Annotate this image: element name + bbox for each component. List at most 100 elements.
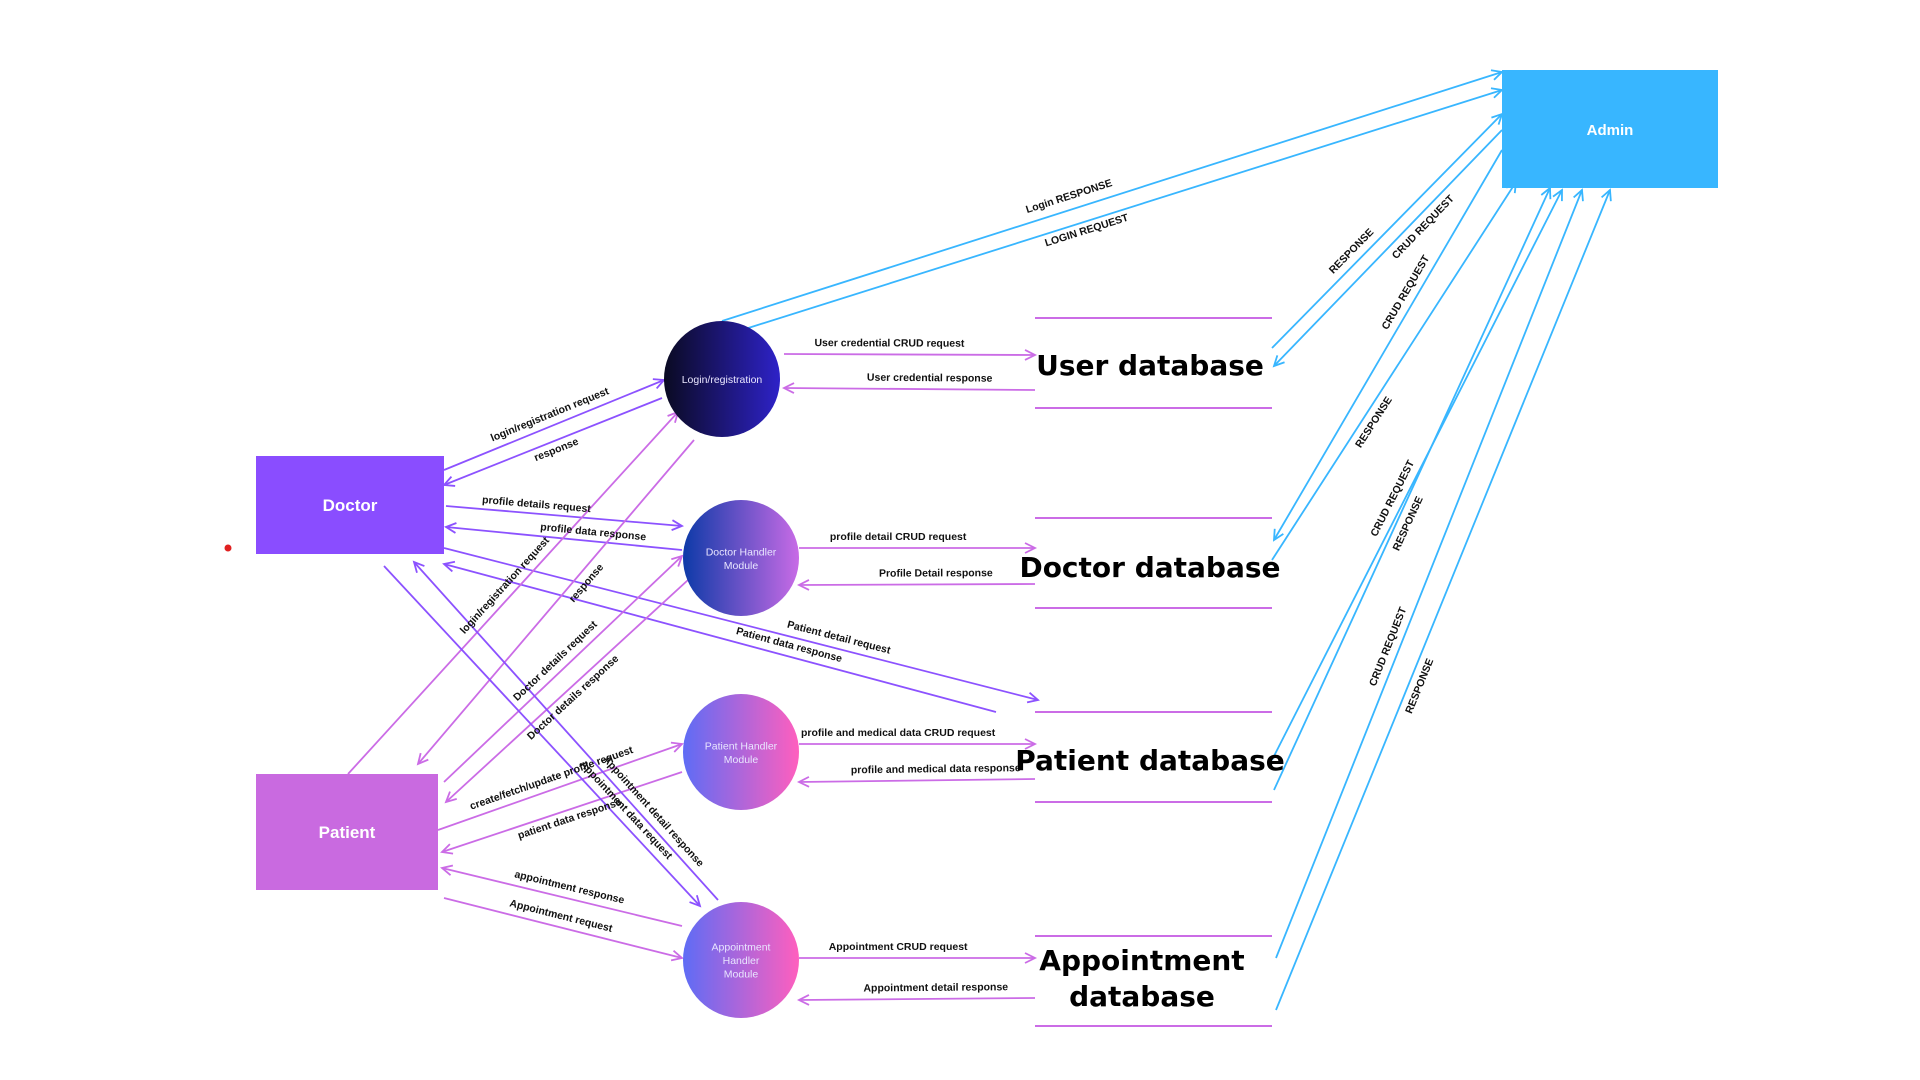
appointment-detail-resp-arrow: [798, 997, 1036, 1001]
appointment-response-arrowhead: [440, 864, 454, 876]
doctor-handler-process-label: Doctor Handler: [706, 546, 777, 558]
doctor-details-response-label: Doctor details response: [525, 653, 621, 743]
patient-entity-label: Patient: [319, 823, 376, 842]
profile-medical-response-label: profile and medical data response: [851, 762, 1021, 776]
appointment-response-arrow: [441, 867, 683, 927]
appointment-detail-response-arrowhead: [412, 560, 425, 574]
appointment-crud-label: Appointment CRUD request: [829, 941, 968, 953]
doctor-db-crud-label: CRUD REQUEST: [1379, 253, 1432, 332]
patient-db-crud-arrow: [1271, 189, 1563, 761]
profile-medical-crud-label: profile and medical data CRUD request: [801, 727, 996, 739]
admin-entity-box[interactable]: [1502, 70, 1718, 188]
doctor-details-response-arrowhead: [444, 791, 457, 804]
doctor-details-request-arrowhead: [671, 554, 684, 567]
doctor-database-label: Doctor database: [1019, 551, 1280, 584]
appointment-data-request-arrow: [383, 565, 701, 907]
patient-db-crud-arrowhead: [1552, 188, 1563, 202]
doc-login-response-arrow: [443, 397, 663, 486]
appointment-data-request-arrowhead: [689, 895, 702, 908]
patient-database-label: Patient database: [1015, 744, 1285, 777]
create-fetch-update-arrow: [437, 743, 683, 831]
login-request-arrow: [741, 89, 1503, 331]
appt-db-crud-arrow: [1275, 189, 1583, 959]
profile-medical-crud-arrowhead: [1024, 738, 1038, 750]
red-dot: [224, 544, 232, 552]
login-process-circle[interactable]: [664, 321, 780, 437]
patient-data-resp-arrowhead: [440, 843, 454, 855]
pat-login-response-arrowhead: [416, 752, 429, 766]
profile-details-request-arrow: [445, 505, 683, 527]
appt-db-response-arrowhead: [1601, 188, 1612, 202]
appt-db-response-arrow: [1275, 189, 1611, 1011]
user-db-crud-label: CRUD REQUEST: [1390, 193, 1457, 262]
appointment-request-arrowhead: [670, 950, 684, 962]
appointment-response-label: appointment response: [513, 868, 625, 906]
patient-entity-box[interactable]: [256, 774, 438, 890]
login-process-label: Login/registration: [682, 374, 763, 386]
user-cred-response-label: User credential response: [867, 372, 993, 385]
patient-handler-process-label: Module: [724, 754, 759, 766]
patient-detail-request-arrowhead: [1026, 691, 1040, 704]
admin-entity-label: Admin: [1587, 122, 1634, 139]
user-cred-response-arrow: [783, 387, 1036, 391]
pat-login-response-arrow: [417, 439, 695, 765]
profile-detail-response-arrow: [798, 583, 1036, 586]
patient-handler-process-circle[interactable]: [683, 694, 799, 810]
patient-data-response-arrow: [443, 563, 997, 713]
doctor-entity-box[interactable]: [256, 456, 444, 554]
create-fetch-update-arrowhead: [670, 741, 684, 753]
patient-data-resp-label: patient data response: [516, 796, 623, 842]
patient-handler-process-label: Patient Handler: [705, 740, 778, 752]
profile-data-response-label: profile data response: [540, 521, 647, 543]
user-cred-crud-label: User credential CRUD request: [814, 337, 965, 350]
appointment-request-arrow: [443, 897, 683, 959]
appointment-handler-process-circle[interactable]: [683, 902, 799, 1018]
profile-details-request-arrowhead: [671, 519, 685, 531]
user-cred-crud-arrowhead: [1024, 349, 1038, 361]
patient-detail-request-arrow: [443, 547, 1039, 701]
appointment-detail-resp-label: Appointment detail response: [863, 981, 1008, 994]
doctor-handler-process-circle[interactable]: [683, 500, 799, 616]
appointment-handler-process-label: Appointment: [712, 942, 771, 954]
profile-details-request-label: profile details request: [482, 494, 592, 515]
user-database-label: User database: [1036, 349, 1264, 382]
patient-data-resp-arrow: [441, 771, 683, 853]
profile-detail-response-label: Profile Detail response: [879, 567, 993, 579]
profile-detail-response-arrowhead: [796, 579, 810, 591]
user-db-crud-arrowhead: [1272, 355, 1285, 368]
appointment-handler-process-label: Handler: [723, 955, 760, 967]
appointment-detail-resp-arrowhead: [796, 994, 810, 1006]
doctor-db-response-arrow: [1271, 181, 1517, 561]
doc-login-request-label: login/registration request: [489, 385, 611, 444]
appointment-crud-arrowhead: [1024, 952, 1038, 964]
doctor-db-crud-arrow: [1273, 149, 1503, 541]
doc-login-request-arrowhead: [652, 378, 666, 390]
profile-data-response-arrow: [445, 526, 683, 551]
appointment-database-label: Appointment: [1039, 944, 1244, 977]
profile-medical-response-arrow: [798, 778, 1036, 783]
appointment-request-label: Appointment request: [508, 897, 614, 935]
flow-arrows: [347, 69, 1612, 1011]
login-response-arrow: [721, 71, 1503, 322]
profile-medical-response-arrowhead: [796, 776, 810, 788]
appointment-handler-process-label: Module: [724, 969, 759, 981]
user-db-response-arrow: [1271, 113, 1503, 349]
user-cred-response-arrowhead: [781, 382, 795, 394]
pat-login-request-label: login/registration request: [458, 534, 552, 636]
doctor-details-response-arrow: [445, 579, 689, 803]
patient-data-response-arrowhead: [442, 560, 456, 573]
user-db-crud-arrow: [1273, 129, 1503, 367]
doctor-entity-label: Doctor: [323, 496, 378, 515]
appointment-database-label: database: [1069, 980, 1215, 1013]
doctor-db-crud-arrowhead: [1272, 528, 1284, 542]
doctor-handler-process-label: Module: [724, 560, 759, 572]
profile-detail-crud-arrowhead: [1024, 542, 1038, 554]
profile-detail-crud-label: profile detail CRUD request: [830, 531, 967, 543]
pat-login-request-arrow: [347, 411, 679, 775]
appointment-detail-response-arrow: [413, 561, 719, 901]
user-cred-crud-arrow: [783, 353, 1036, 356]
